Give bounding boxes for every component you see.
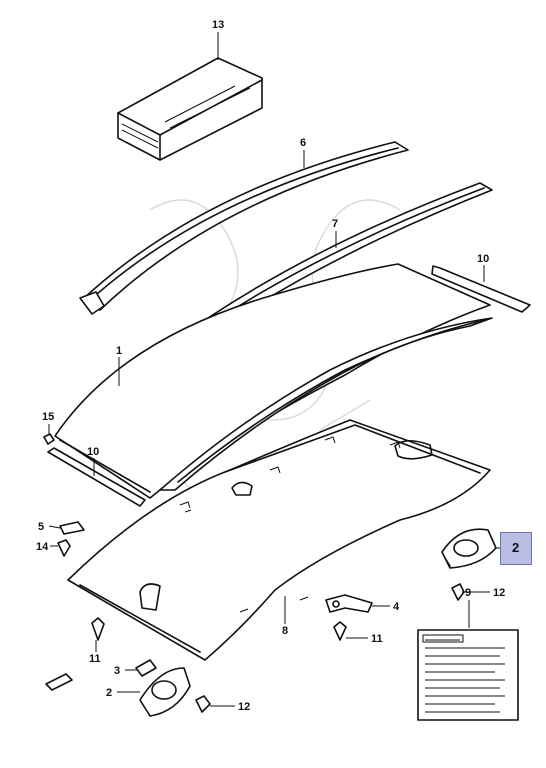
callout-3: 3 [114, 665, 120, 677]
callout-6: 6 [300, 137, 306, 149]
callout-8: 8 [282, 625, 288, 637]
callout-15: 15 [42, 411, 54, 423]
part-2-right-handle [441, 528, 497, 569]
part-12-bottom-screw [195, 695, 211, 713]
part-13-box [117, 57, 263, 161]
part-9-label-card [417, 629, 519, 721]
part-2-left-handle [139, 667, 191, 717]
callout-14: 14 [36, 541, 49, 553]
part-15-clip [43, 433, 55, 445]
callout-5: 5 [38, 521, 44, 533]
part-4-bracket [325, 594, 373, 613]
callout-2-left: 2 [106, 687, 112, 699]
part-8-headliner [67, 419, 491, 661]
callout-1: 1 [116, 345, 122, 357]
part-11-right-screw [333, 621, 347, 641]
callout-2-right[interactable]: 2 [512, 540, 520, 555]
spare-clip [45, 673, 73, 691]
part-10-left-strip [47, 447, 146, 507]
callout-11-right: 11 [371, 633, 383, 645]
callout-10-left: 10 [87, 446, 99, 458]
part-1-inner-frame [159, 317, 493, 491]
part-3-bracket [135, 659, 157, 677]
part-10-top-strip [431, 265, 531, 313]
callout-12-bottom: 12 [238, 701, 250, 713]
callout-7: 7 [332, 218, 338, 230]
callout-labels: 13 6 7 10 1 15 10 5 14 8 11 3 2 12 4 11 … [36, 19, 505, 713]
leader-lines [48, 32, 512, 707]
callout-13: 13 [212, 19, 224, 31]
part-5-clip [59, 521, 85, 535]
callout-9: 9 [465, 587, 471, 599]
callout-12-right: 12 [493, 587, 505, 599]
callout-4: 4 [393, 601, 400, 613]
callout-10-top: 10 [477, 253, 489, 265]
highlighted-callout-box[interactable] [500, 532, 532, 565]
callout-11-left: 11 [89, 653, 101, 665]
part-6-strip [79, 141, 409, 315]
part-14-clip [57, 539, 71, 557]
part-11-left-screw [91, 617, 105, 641]
